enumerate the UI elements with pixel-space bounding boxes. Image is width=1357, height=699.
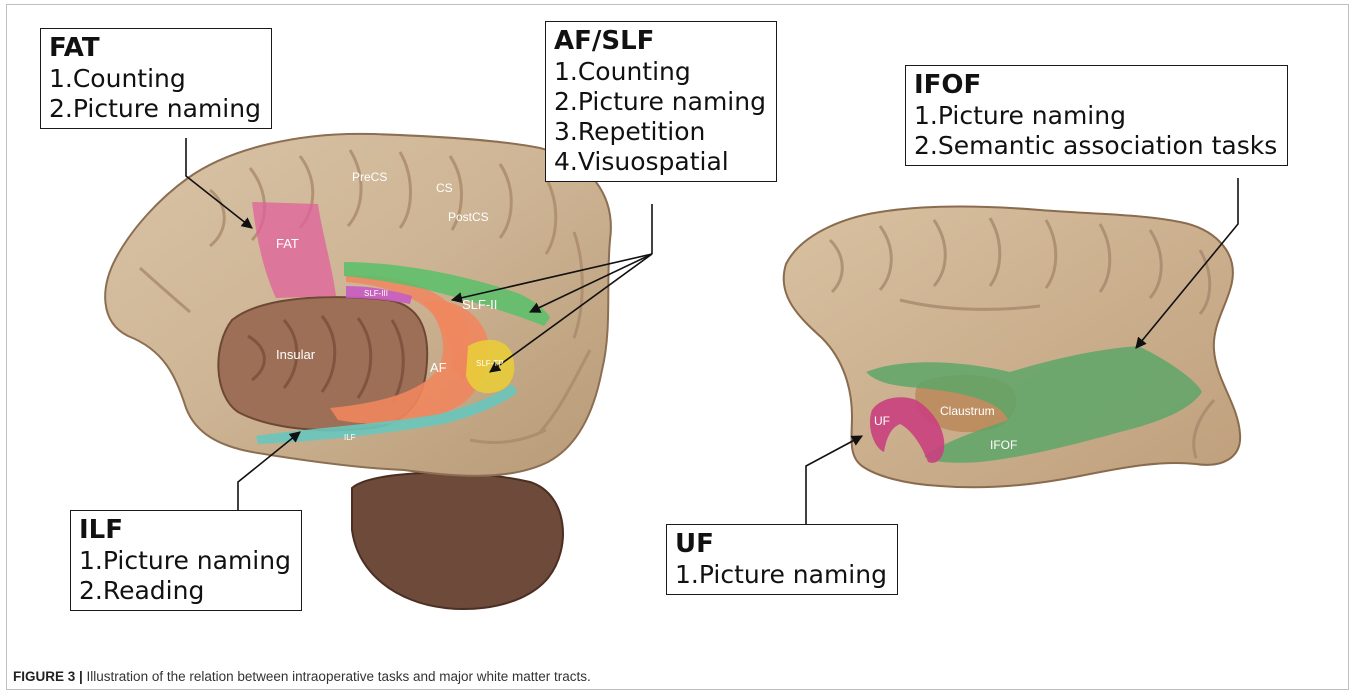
ilf-task-item: 2.Reading: [79, 576, 291, 606]
ifof-task-box: IFOF 1.Picture naming 2.Semantic associa…: [905, 65, 1288, 166]
fat-box-title: FAT: [49, 33, 261, 64]
label-claustrum: Claustrum: [940, 404, 995, 418]
label-cs: CS: [436, 181, 453, 195]
af-slf-box-title: AF/SLF: [554, 26, 766, 57]
fat-task-box: FAT 1.Counting 2.Picture naming: [40, 28, 272, 129]
label-insular: Insular: [276, 347, 315, 362]
label-fat: FAT: [276, 236, 299, 251]
uf-task-box: UF 1.Picture naming: [666, 524, 898, 595]
af-slf-task-item: 2.Picture naming: [554, 87, 766, 117]
af-slf-task-item: 4.Visuospatial: [554, 147, 766, 177]
label-postcs: PostCS: [448, 210, 489, 224]
caption-text: Illustration of the relation between int…: [83, 669, 591, 684]
label-precs: PreCS: [352, 170, 387, 184]
figure-caption: FIGURE 3 | Illustration of the relation …: [13, 669, 1333, 684]
label-ifof: IFOF: [990, 438, 1017, 452]
ifof-box-title: IFOF: [914, 70, 1277, 101]
label-slf-tp: SLF-TP: [476, 359, 504, 368]
af-slf-task-item: 1.Counting: [554, 57, 766, 87]
label-af: AF: [430, 360, 447, 375]
ifof-task-item: 2.Semantic association tasks: [914, 131, 1277, 161]
ilf-task-item: 1.Picture naming: [79, 546, 291, 576]
uf-task-item: 1.Picture naming: [675, 560, 887, 590]
ifof-task-item: 1.Picture naming: [914, 101, 1277, 131]
fat-task-item: 1.Counting: [49, 64, 261, 94]
af-slf-task-item: 3.Repetition: [554, 117, 766, 147]
figure-label: FIGURE 3 |: [13, 669, 83, 684]
label-uf: UF: [874, 414, 890, 428]
af-slf-task-box: AF/SLF 1.Counting 2.Picture naming 3.Rep…: [545, 21, 777, 182]
uf-box-title: UF: [675, 529, 887, 560]
ilf-task-box: ILF 1.Picture naming 2.Reading: [70, 510, 302, 611]
cerebellum: [352, 473, 563, 609]
label-slf-iii: SLF-III: [364, 289, 388, 298]
ilf-box-title: ILF: [79, 515, 291, 546]
label-slf-ii: SLF-II: [462, 297, 497, 312]
fat-task-item: 2.Picture naming: [49, 94, 261, 124]
label-ilf: ILF: [344, 433, 356, 442]
